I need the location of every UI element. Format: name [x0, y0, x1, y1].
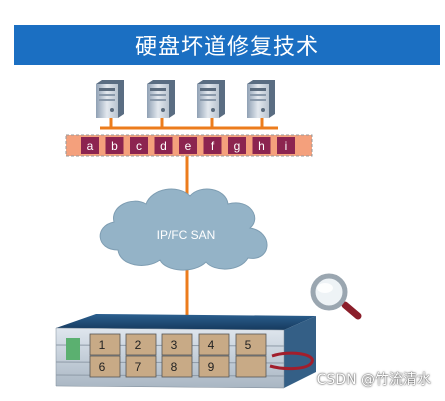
bus-bar: a b c d e f g h i — [65, 134, 313, 157]
disk-slot-box — [161, 355, 193, 378]
bus-cell-d: d — [154, 137, 173, 154]
disk-slot-7: 7 — [125, 355, 157, 378]
storage-array-icon: 1 2 3 4 5 6 7 8 9 — [55, 314, 316, 389]
bus-cell-label: f — [211, 139, 215, 153]
cloud-icon: IP/FC SAN — [99, 188, 268, 271]
disk-slot-3: 3 — [161, 333, 193, 356]
bus-cell-label: a — [87, 139, 94, 153]
disk-slot-label: 4 — [208, 338, 215, 352]
disk-slot-1: 1 — [89, 333, 121, 356]
disk-slot-box — [125, 355, 157, 378]
disk-slot-box — [89, 333, 121, 356]
bus-cell-g: g — [228, 137, 246, 154]
disk-slot-label: 8 — [171, 360, 178, 374]
bus-cell-box — [81, 137, 99, 154]
disk-slot-box — [235, 333, 267, 356]
disk-slot-box — [198, 355, 230, 378]
disk-slot-box — [89, 355, 121, 378]
bus-cell-label: e — [185, 139, 192, 153]
disk-slot-9: 9 — [198, 355, 230, 378]
bus-cell-i: i — [277, 137, 295, 154]
bus-cell-label: d — [160, 139, 167, 153]
bus-cell-box — [154, 137, 173, 154]
array-handle — [269, 351, 314, 371]
disk-slot-5: 5 — [235, 333, 267, 356]
disk-slot-box — [125, 333, 157, 356]
disk-slot-4: 4 — [198, 333, 230, 356]
bus-cell-a: a — [81, 137, 99, 154]
bus-cell-box — [179, 137, 197, 154]
bus-cells: a b c d e f g h i — [81, 137, 295, 154]
bus-cell-f: f — [203, 137, 222, 154]
server-icon — [96, 80, 124, 118]
watermark: CSDN @竹流清水 — [316, 372, 431, 388]
bus-cell-box — [130, 137, 148, 154]
bus-cell-box — [277, 137, 295, 154]
bus-cell-h: h — [252, 137, 271, 154]
bus-cell-label: i — [285, 139, 288, 153]
disk-slot-label: 6 — [99, 360, 106, 374]
disk-cells: 1 2 3 4 5 6 7 8 9 — [89, 333, 267, 378]
bus-cell-label: c — [136, 139, 142, 153]
disk-slot-label: 9 — [208, 360, 215, 374]
bus-cell-b: b — [105, 137, 124, 154]
bus-cell-box — [228, 137, 246, 154]
bus-cell-box — [203, 137, 222, 154]
disk-slot-box — [235, 355, 267, 378]
bus-cell-box — [252, 137, 271, 154]
bus-cell-label: h — [258, 139, 265, 153]
magnifier-icon — [310, 273, 362, 320]
disk-slot-2: 2 — [125, 333, 157, 356]
bus-cell-e: e — [179, 137, 197, 154]
bus-cell-label: g — [234, 139, 241, 153]
disk-slot-box — [161, 333, 193, 356]
disk-slot-label: 3 — [171, 338, 178, 352]
bus-cell-box — [105, 137, 124, 154]
bus-cell-c: c — [130, 137, 148, 154]
disk-slot-6: 6 — [89, 355, 121, 378]
status-led-panel — [66, 338, 80, 360]
bus-cell-label: b — [111, 139, 118, 153]
server-icon — [247, 80, 275, 118]
server-icon — [147, 80, 175, 118]
title-bar: 硬盘坏道修复技术 — [14, 25, 440, 65]
disk-slot-box — [198, 333, 230, 356]
disk-slot-empty — [235, 355, 267, 378]
disk-slot-label: 7 — [135, 360, 142, 374]
disk-slot-label: 1 — [99, 338, 106, 352]
server-icon — [197, 80, 225, 118]
disk-slot-label: 2 — [135, 338, 142, 352]
disk-slot-label: 5 — [245, 338, 252, 352]
disk-slot-8: 8 — [161, 355, 193, 378]
page-title: 硬盘坏道修复技术 — [134, 35, 319, 60]
cloud-label: IP/FC SAN — [157, 228, 216, 242]
servers — [96, 80, 275, 118]
